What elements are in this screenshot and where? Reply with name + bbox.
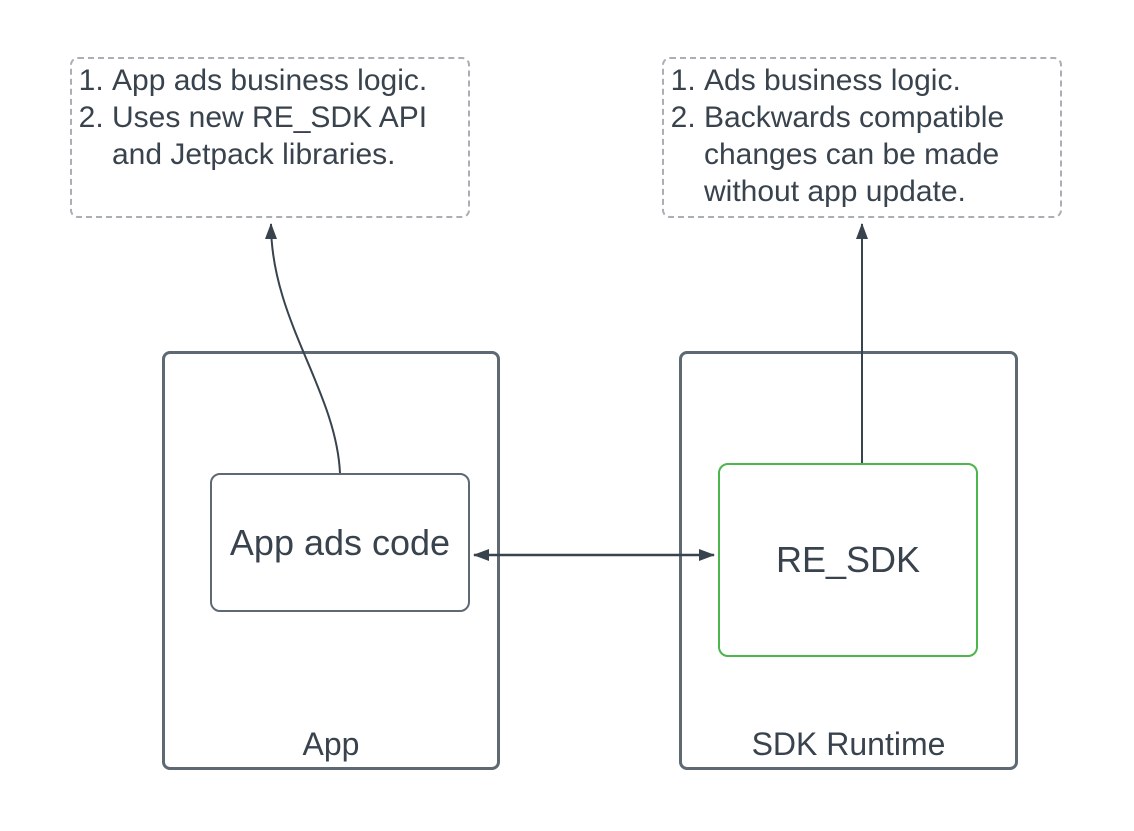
app-annotation-list: App ads business logic. Uses new RE_SDK … (74, 62, 462, 173)
annotation-item: Backwards compatible changes can be made… (704, 99, 1054, 210)
app-ads-code-box: App ads code (210, 473, 470, 612)
sdk-annotation-list: Ads business logic. Backwards compatible… (666, 62, 1054, 210)
re-sdk-box: RE_SDK (718, 463, 978, 657)
annotation-item: Uses new RE_SDK API and Jetpack librarie… (112, 99, 462, 173)
app-container-label: App (302, 726, 360, 762)
app-annotation-note: App ads business logic. Uses new RE_SDK … (70, 57, 470, 218)
annotation-item: App ads business logic. (112, 62, 462, 99)
sdk-annotation-note: Ads business logic. Backwards compatible… (662, 57, 1062, 218)
re-sdk-label: RE_SDK (775, 539, 921, 580)
app-ads-code-label: App ads code (229, 521, 451, 563)
sdk-runtime-container-label: SDK Runtime (751, 726, 946, 762)
annotation-item: Ads business logic. (704, 62, 1054, 99)
